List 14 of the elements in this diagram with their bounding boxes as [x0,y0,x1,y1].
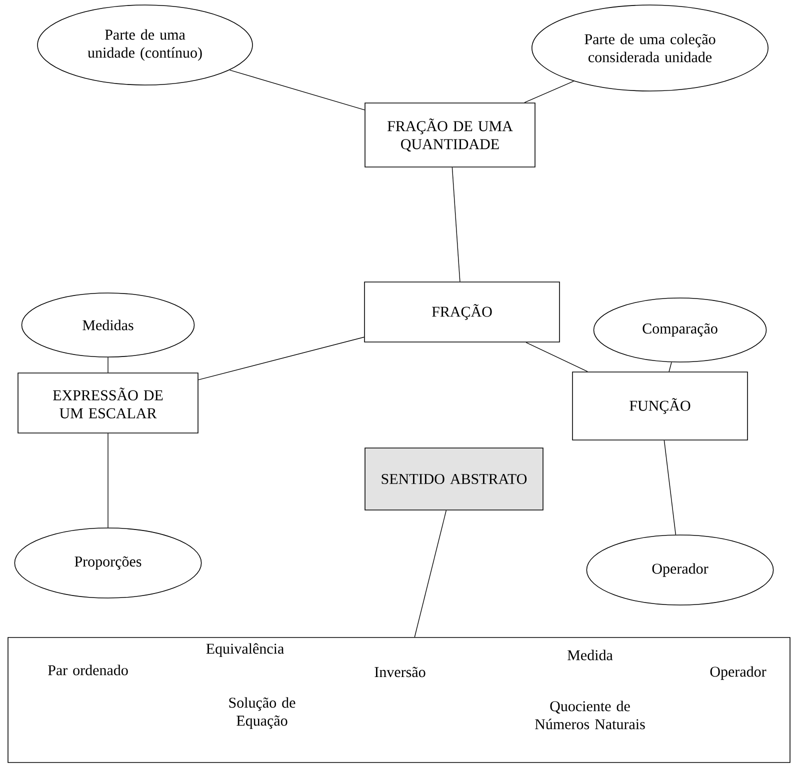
concept-box: FUNÇÃO [572,372,748,440]
term-box: Par ordenado Equivalência Solução de Equação Inversão Medida Quociente de Números Naturais Operador [8,637,790,763]
connector-line [526,342,588,372]
concept-box: EXPRESSÃO DE UM ESCALAR [18,372,198,434]
concept-box: FRAÇÃO DE UMA QUANTIDADE [364,102,536,168]
concept-box: FRAÇÃO [364,282,560,342]
connector-line [198,336,364,380]
connector-line [452,167,460,282]
connector-line [414,510,447,638]
connector-line [668,362,672,372]
connector-line [229,70,365,110]
connector-line [664,440,676,535]
connector-line [524,80,574,103]
shaded-box: SENTIDO ABSTRATO [364,448,544,510]
